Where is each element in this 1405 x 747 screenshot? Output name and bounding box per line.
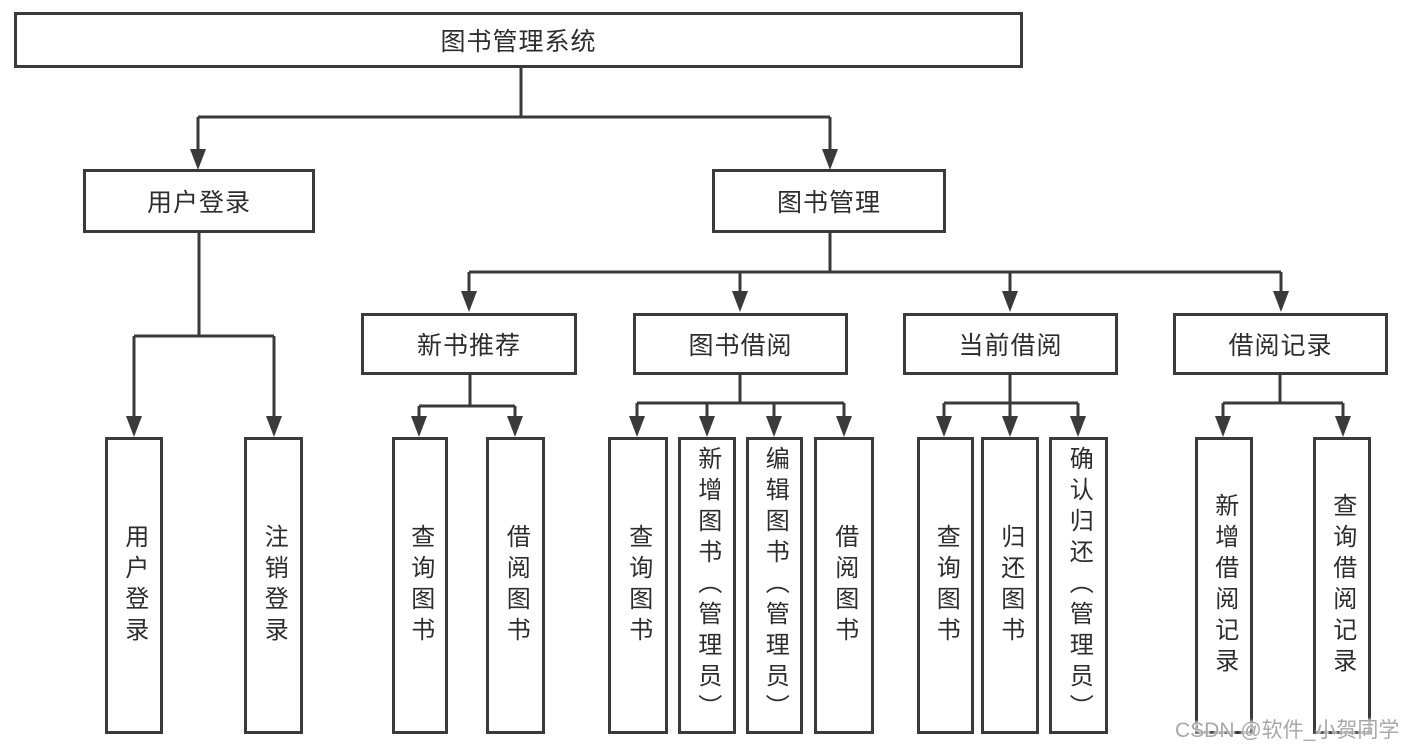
node-return-book: 归还图书	[981, 437, 1039, 734]
node-root: 图书管理系统	[14, 12, 1023, 68]
node-confirm-return-admin: 确认归还（管理员）	[1049, 437, 1108, 734]
node-confirm-return-admin-label: 确认归还（管理员）	[1065, 446, 1093, 725]
node-edit-book-admin: 编辑图书（管理员）	[746, 437, 803, 734]
node-book-management: 图书管理	[712, 169, 946, 233]
node-borrowing-records-label: 借阅记录	[1228, 332, 1333, 360]
node-query-books-3: 查询图书	[917, 437, 974, 734]
node-edit-book-admin-label: 编辑图书（管理员）	[761, 446, 789, 725]
node-query-books-2-label: 查询图书	[624, 523, 652, 648]
node-user-login-label: 用户登录	[146, 189, 251, 217]
node-user-login-leaf: 用户登录	[105, 437, 163, 734]
node-logout-label: 注销登录	[260, 523, 288, 648]
node-book-management-label: 图书管理	[776, 189, 881, 217]
node-query-books-1: 查询图书	[392, 437, 448, 734]
node-current-borrowing-label: 当前借阅	[958, 332, 1063, 360]
node-borrow-books-1: 借阅图书	[486, 437, 545, 734]
node-new-book-recommend: 新书推荐	[361, 313, 577, 375]
node-logout: 注销登录	[244, 437, 303, 734]
node-book-borrowing: 图书借阅	[633, 313, 848, 375]
csdn-watermark: CSDN @软件_小贺同学	[1175, 719, 1400, 742]
node-current-borrowing: 当前借阅	[903, 313, 1118, 375]
node-new-book-recommend-label: 新书推荐	[416, 332, 521, 360]
node-root-label: 图书管理系统	[440, 28, 597, 56]
node-book-borrowing-label: 图书借阅	[688, 332, 793, 360]
node-add-book-admin-label: 新增图书（管理员）	[693, 446, 721, 725]
node-add-book-admin: 新增图书（管理员）	[678, 437, 736, 734]
node-query-books-1-label: 查询图书	[406, 523, 434, 648]
node-query-books-3-label: 查询图书	[932, 523, 960, 648]
node-user-login: 用户登录	[83, 169, 315, 233]
node-query-borrow-record: 查询借阅记录	[1313, 437, 1371, 734]
node-borrow-books-1-label: 借阅图书	[502, 523, 530, 648]
node-borrowing-records: 借阅记录	[1173, 313, 1388, 375]
node-return-book-label: 归还图书	[996, 523, 1024, 648]
node-query-books-2: 查询图书	[608, 437, 668, 734]
node-add-borrow-record: 新增借阅记录	[1195, 437, 1253, 734]
node-query-borrow-record-label: 查询借阅记录	[1328, 492, 1356, 679]
node-add-borrow-record-label: 新增借阅记录	[1210, 492, 1238, 679]
arrowhead-icons	[126, 149, 1351, 437]
node-borrow-books-2: 借阅图书	[814, 437, 874, 734]
node-user-login-leaf-label: 用户登录	[120, 523, 148, 648]
node-borrow-books-2-label: 借阅图书	[830, 523, 858, 648]
